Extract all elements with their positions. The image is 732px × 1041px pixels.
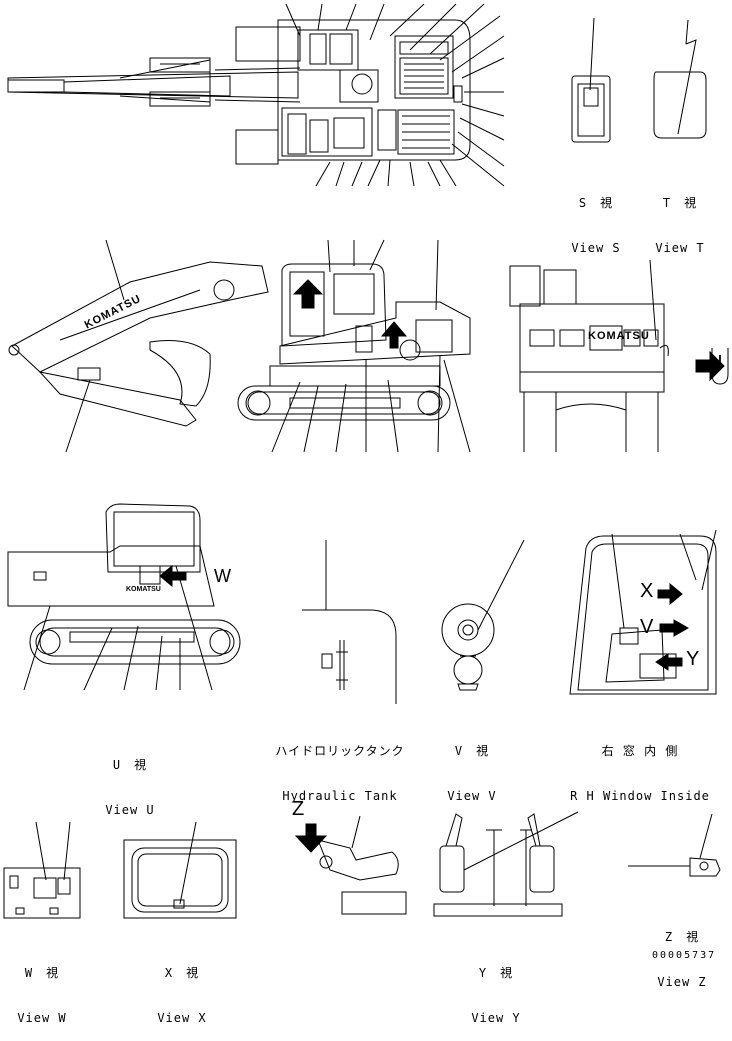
caption-view-w-en: View W	[17, 1011, 67, 1025]
side-view	[9, 240, 470, 452]
caption-hydraulic-tank-jp: ハイドロリックタンク	[275, 744, 405, 758]
view-v-sketch	[442, 540, 524, 690]
view-letter-z: Z	[292, 798, 305, 820]
view-x-sketch	[124, 822, 236, 918]
caption-view-x-en: View X	[157, 1011, 207, 1025]
caption-rh-window-inside-en: R H Window Inside	[570, 789, 710, 803]
caption-view-w-jp: W 視	[24, 966, 60, 980]
view-letter-w: W	[214, 566, 231, 586]
view-letter-y: Y	[686, 648, 700, 670]
caption-hydraulic-tank-en: Hydraulic Tank	[282, 789, 398, 803]
parts-diagram	[0, 0, 732, 967]
view-u-brand-label: KOMATSU	[126, 586, 161, 593]
caption-view-z-jp: Z 視	[664, 930, 700, 944]
caption-view-y-en: View Y	[471, 1011, 521, 1025]
caption-view-y-jp: Y 視	[478, 966, 514, 980]
caption-view-z-en: View Z	[657, 975, 707, 989]
view-letter-x: X	[640, 580, 654, 602]
view-w-sketch	[4, 822, 80, 918]
caption-view-u-en: View U	[105, 803, 155, 817]
caption-rh-window-inside: 右 窓 内 側 R H Window Inside	[560, 714, 720, 819]
view-letter-v: V	[640, 616, 654, 638]
caption-view-u-jp: U 視	[112, 758, 148, 772]
caption-rh-window-inside-jp: 右 窓 内 側	[601, 744, 679, 758]
caption-view-v-jp: V 視	[454, 744, 490, 758]
view-t-sketch	[654, 20, 706, 138]
caption-view-s: S 視 View S	[566, 166, 626, 271]
caption-hydraulic-tank: ハイドロリックタンク Hydraulic Tank	[268, 714, 412, 819]
top-plan-view	[8, 4, 504, 186]
rear-view	[510, 260, 728, 452]
view-z-sketch	[628, 814, 720, 876]
caption-view-s-jp: S 視	[578, 196, 614, 210]
caption-view-y: Y 視 View Y	[464, 936, 528, 1041]
caption-view-x: X 視 View X	[150, 936, 214, 1041]
view-letter-u: U	[708, 352, 723, 374]
caption-view-v: V 視 View V	[440, 714, 504, 819]
rear-brand-label: KOMATSU	[588, 330, 650, 342]
caption-view-t-en: View T	[655, 241, 705, 255]
hydraulic-tank-sketch	[302, 540, 396, 704]
document-number: 00005737	[652, 950, 717, 961]
caption-view-t: T 視 View T	[650, 166, 710, 271]
caption-view-x-jp: X 視	[164, 966, 200, 980]
caption-view-v-en: View V	[447, 789, 497, 803]
view-u-sketch	[8, 504, 240, 690]
rh-window-inside-sketch	[570, 530, 716, 694]
caption-view-t-jp: T 視	[662, 196, 698, 210]
caption-view-u: U 視 View U	[100, 728, 160, 833]
view-y-sketch	[296, 812, 578, 916]
caption-view-w: W 視 View W	[10, 936, 74, 1041]
view-s-sketch	[572, 18, 610, 142]
caption-view-s-en: View S	[571, 241, 621, 255]
